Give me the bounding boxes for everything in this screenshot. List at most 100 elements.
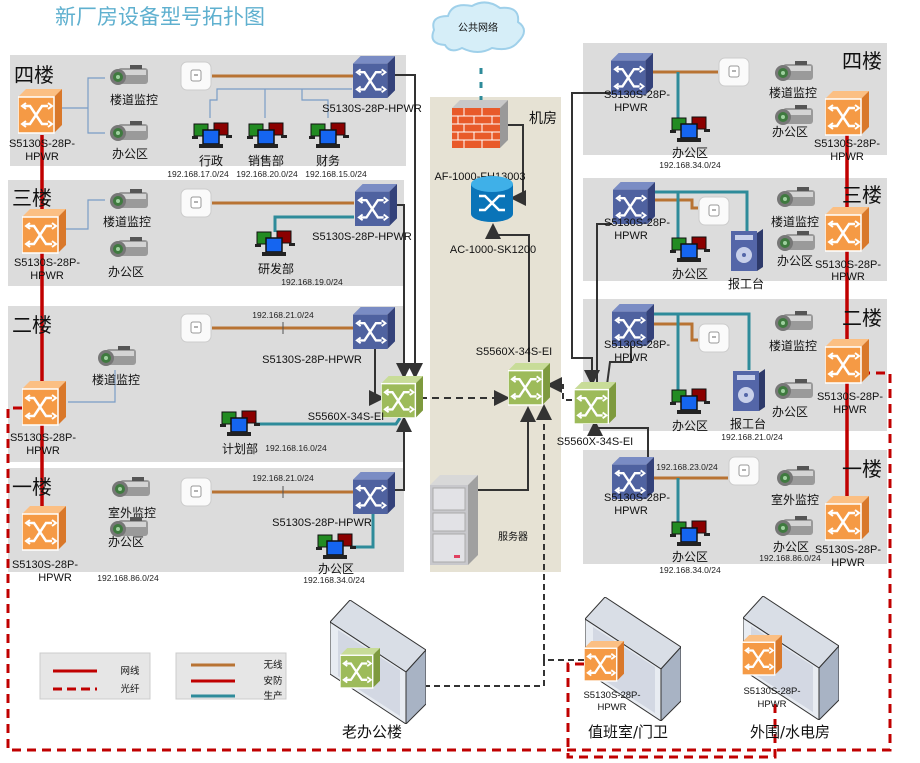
guard-switch-icon[interactable] [584,639,624,683]
right-floor-4: 四楼 S5130S-28P- HPWR 办公区 192.168.34.0/24 … [604,49,882,170]
uplinks [369,68,649,694]
aggregation-switch-icon[interactable] [574,382,616,424]
left-floor-2: 二楼 S5130S-28P- HPWR 楼道监控 192.168.21.0/24… [10,307,423,457]
pc-label: 办公区 [672,266,708,281]
page-title: 新厂房设备型号拓扑图 [55,5,265,29]
switch-model: HPWR [614,230,648,242]
switch-model: S5560X-34S-EI [308,411,384,423]
security-switch-icon[interactable] [825,206,869,252]
access-point-icon[interactable] [180,61,212,91]
right-floor-2: 二楼 S5130S-28P- HPWR 办公区 报工台 192.168.21.0… [557,304,883,448]
switch-model: S5130S-28P- [604,217,670,229]
security-switch-icon[interactable] [825,90,869,136]
kiosk-icon[interactable] [731,229,763,271]
legend-label: 生产 [263,690,282,702]
legend-cable: 网线 光纤 [39,652,151,700]
left-floor-4: 四楼 S5130S-28P- HPWR 楼道监控 办公区 S5130S-28P-… [9,56,422,179]
firewall-icon[interactable] [452,100,508,148]
camera-label: 楼道监控 [103,214,151,229]
access-links [62,70,751,549]
pc-label: 研发部 [258,261,294,276]
camera-label: 办公区 [772,124,808,139]
server-icon[interactable] [430,475,478,565]
legend-label: 网线 [120,665,140,677]
access-point-icon[interactable] [180,188,212,218]
pc-label: 办公区 [672,145,708,160]
aggregation-switch-icon[interactable] [381,376,423,418]
switch-model: HPWR [614,505,648,517]
core-switch-icon[interactable] [508,362,550,406]
switch-model: S5560X-34S-EI [557,436,633,448]
old-office-switch-icon[interactable] [340,646,380,690]
subnet-label: 192.168.15.0/24 [305,169,367,179]
site-label: 外围/水电房 [750,723,830,741]
camera-label: 楼道监控 [110,92,158,107]
subnet-label: 192.168.86.0/24 [759,553,821,563]
pc-label: 办公区 [672,549,708,564]
access-switch-icon[interactable] [354,184,398,226]
switch-model: S5130S-28P- [604,339,670,351]
access-point-icon[interactable] [180,477,212,507]
subnet-label: 192.168.20.0/24 [236,169,298,179]
camera-label: 楼道监控 [771,214,819,229]
pc-label: 财务 [316,153,340,168]
camera-label: 办公区 [773,539,809,554]
security-switch-icon[interactable] [825,495,869,541]
floor-label: 一楼 [842,457,882,481]
subnet-label: 192.168.19.0/24 [281,277,343,287]
server-label: 服务器 [498,530,528,543]
floor-label: 二楼 [12,313,52,337]
access-switch-icon[interactable] [352,307,396,349]
access-point-icon[interactable] [718,57,750,87]
legend-label: 光纤 [120,683,140,695]
switch-model: S5130S-28P- [10,432,76,444]
access-point-icon[interactable] [698,196,730,226]
subnet-label: 192.168.23.0/24 [656,462,718,472]
switch-model: S5130S-28P- [743,686,800,697]
switch-model: HPWR [833,404,867,416]
legend-label: 安防 [263,675,283,687]
subnet-label: 192.168.34.0/24 [303,575,365,585]
access-switch-icon[interactable] [352,56,396,98]
switch-model: HPWR [831,271,865,283]
pc-label: 办公区 [318,561,354,576]
camera-label: 办公区 [108,534,144,549]
floor-label: 四楼 [14,63,54,87]
perimeter-switch-icon[interactable] [742,633,782,677]
camera-label: 室外监控 [108,505,156,520]
switch-model: S5130S-28P- [14,257,80,269]
pc-label: 行政 [199,154,223,168]
switch-model: S5130S-28P- [604,89,670,101]
kiosk-label: 报工台 [728,276,764,291]
kiosk-icon[interactable] [733,369,765,411]
switch-model: S5130S-28P- [12,559,78,571]
camera-label: 楼道监控 [769,85,817,100]
wireless-controller-icon[interactable] [471,176,513,222]
device-model: AC-1000-SK1200 [450,244,536,256]
switch-model: HPWR [26,445,60,457]
camera-label: 办公区 [777,253,813,268]
switch-model: S5130S-28P- [583,690,640,701]
access-point-icon[interactable] [728,456,760,486]
floor-label: 二楼 [842,306,882,330]
access-point-icon[interactable] [698,323,730,353]
kiosk-label: 报工台 [730,416,766,431]
switch-model: HPWR [614,352,648,364]
security-switch-icon[interactable] [22,380,66,426]
pc-label: 销售部 [248,153,284,168]
security-switch-icon[interactable] [22,208,66,254]
switch-model: HPWR [38,572,72,584]
camera-label: 楼道监控 [92,372,140,387]
access-switch-icon[interactable] [352,472,396,514]
security-switch-icon[interactable] [22,505,66,551]
switch-model: S5130S-28P- [815,259,881,271]
security-switch-icon[interactable] [825,338,869,384]
cloud-icon[interactable] [431,1,525,53]
subnet-label: 192.168.21.0/24 [721,432,783,442]
access-point-icon[interactable] [180,313,212,343]
switch-model: S5130S-28P- [817,391,883,403]
switch-model: S5130S-28P-HPWR [322,103,422,115]
switch-model: HPWR [30,270,64,282]
subnet-label: 192.168.16.0/24 [265,443,327,453]
security-switch-icon[interactable] [18,88,62,134]
